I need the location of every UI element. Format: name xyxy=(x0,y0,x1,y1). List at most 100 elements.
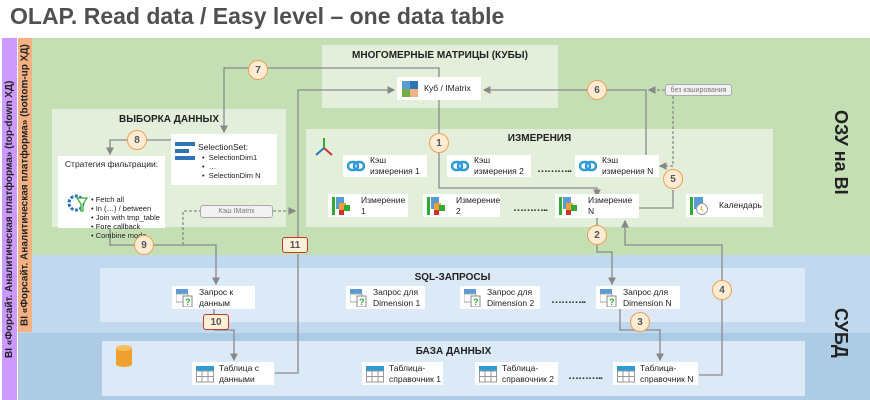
selection-dim: • SelectionDim1 xyxy=(202,153,258,162)
query-dimension-n[interactable]: ? Запрос для Dimension N xyxy=(596,286,680,309)
arrow-9 xyxy=(109,229,220,286)
table-ref-2[interactable]: Таблица-справочник 2 xyxy=(475,362,558,385)
page-title: OLAP. Read data / Easy level – one data … xyxy=(10,3,505,29)
sql-query-icon: ? xyxy=(349,288,368,307)
step-11: 11 xyxy=(282,237,308,253)
table-icon xyxy=(479,365,497,383)
table-ref-1[interactable]: Таблица-справочник 1 xyxy=(362,362,443,385)
dimension-cache-n[interactable]: Кэш измерения N xyxy=(575,155,659,177)
sql-query-icon: ? xyxy=(599,288,618,307)
query-label: Запрос для Dimension N xyxy=(623,286,672,308)
step-6: 6 xyxy=(587,80,607,100)
query-label: Запрос для Dimension 1 xyxy=(373,286,421,308)
dots: ……….. xyxy=(513,202,548,214)
ram-label: ОЗУ на BI xyxy=(831,110,851,195)
selectionset-box: SelectionSet: • SelectionDim1 • … • Sele… xyxy=(171,134,277,185)
table-label: Таблица с данными xyxy=(219,362,259,384)
cubes-title: МНОГОМЕРНЫЕ МАТРИЦЫ (КУБЫ) xyxy=(352,50,528,61)
strategy-item: • Join with tmp_table xyxy=(91,213,160,222)
dimension-label: Измерение 2 xyxy=(456,194,501,216)
step-4: 4 xyxy=(712,280,732,300)
table-ref-n[interactable]: Таблица-справочник N xyxy=(613,362,698,385)
arrow-6 xyxy=(482,86,647,155)
selectionset-icon xyxy=(175,142,195,160)
query-label: Запрос для Dimension 2 xyxy=(487,286,535,308)
selectionset-title: SelectionSet: xyxy=(198,142,249,152)
filter-gear-icon xyxy=(67,194,89,216)
step-1: 1 xyxy=(429,133,449,153)
dimension-1[interactable]: Измерение 1 xyxy=(328,194,408,217)
arrow-7 xyxy=(220,67,440,134)
svg-text:?: ? xyxy=(359,297,365,307)
step-7: 7 xyxy=(248,60,268,80)
step-5: 5 xyxy=(663,169,683,189)
arrow-cache-imatrix xyxy=(182,210,200,245)
step-9: 9 xyxy=(134,235,154,255)
sql-query-icon: ? xyxy=(175,288,194,307)
link-icon xyxy=(450,157,470,175)
cache-label: Кэш измерения N xyxy=(602,155,654,176)
table-label: Таблица-справочник 1 xyxy=(389,362,441,384)
svg-text:?: ? xyxy=(473,297,479,307)
link-icon xyxy=(578,157,598,175)
db-title: БАЗА ДАННЫХ xyxy=(415,346,492,357)
query-label: Запрос к данным xyxy=(199,286,234,308)
step-2: 2 xyxy=(587,225,607,245)
arrow-4 xyxy=(621,219,723,376)
strategy-item: • In (…) / between xyxy=(91,204,152,213)
arrow-8 xyxy=(106,139,171,156)
query-dimension-1[interactable]: ? Запрос для Dimension 1 xyxy=(346,286,425,309)
sql-query-icon: ? xyxy=(463,288,482,307)
table-label: Таблица-справочник N xyxy=(640,362,694,384)
dots: ……….. xyxy=(568,370,603,382)
strategy-item: • Fore callback xyxy=(91,222,141,231)
arrow-11-down xyxy=(275,254,299,374)
table-icon xyxy=(617,365,635,383)
calendar-dimension[interactable]: Календарь xyxy=(686,194,763,217)
dimensions-title: ИЗМЕРЕНИЯ xyxy=(507,133,572,144)
dimension-n[interactable]: Измерение N xyxy=(555,194,639,218)
calendar-icon xyxy=(690,196,708,215)
database-icon xyxy=(116,345,132,372)
selection-dim: • … xyxy=(202,162,217,171)
dimension-cache-1[interactable]: Кэш измерения 1 xyxy=(343,155,427,177)
step-3: 3 xyxy=(630,312,650,332)
cube-icon xyxy=(401,80,419,98)
no-cache-pill: без кэширования xyxy=(665,84,732,96)
query-data[interactable]: ? Запрос к данным xyxy=(172,286,255,309)
dimension-icon xyxy=(427,196,445,215)
cubes-panel: МНОГОМЕРНЫЕ МАТРИЦЫ (КУБЫ) xyxy=(322,45,558,108)
dimension-cache-2[interactable]: Кэш измерения 2 xyxy=(447,155,531,177)
dots: ……….. xyxy=(551,294,586,306)
dimension-icon xyxy=(559,197,577,215)
strategy-item: • Combine mode xyxy=(91,231,147,240)
step-10: 10 xyxy=(203,314,229,330)
svg-text:?: ? xyxy=(185,297,191,307)
table-icon xyxy=(366,365,384,383)
table-data[interactable]: Таблица с данными xyxy=(192,362,274,385)
table-label: Таблица-справочник 2 xyxy=(502,362,554,384)
arrow-1 xyxy=(438,100,601,198)
sql-title: SQL-ЗАПРОСЫ xyxy=(414,272,491,283)
link-icon xyxy=(346,157,366,175)
cache-label: Кэш измерения 1 xyxy=(370,155,420,176)
selection-title: ВЫБОРКА ДАННЫХ xyxy=(119,114,219,125)
cube-label: Куб / IMatrix xyxy=(424,83,471,93)
cube-box[interactable]: Куб / IMatrix xyxy=(397,77,481,100)
cache-label: Кэш измерения 2 xyxy=(474,155,524,176)
arrow-11-up xyxy=(297,86,396,238)
dbms-label: СУБД xyxy=(831,308,851,358)
selection-dim: • SelectionDim N xyxy=(202,171,261,180)
dimension-label: Измерение 1 xyxy=(361,194,406,216)
svg-text:?: ? xyxy=(609,297,615,307)
dimension-icon xyxy=(332,196,350,215)
query-dimension-2[interactable]: ? Запрос для Dimension 2 xyxy=(460,286,540,309)
table-icon xyxy=(196,365,214,383)
dots: ……….. xyxy=(537,163,572,175)
step-8: 8 xyxy=(127,130,147,150)
cache-imatrix-pill: Кэш IMatrix xyxy=(200,205,273,218)
arrow-5 xyxy=(639,190,674,209)
dimension-2[interactable]: Измерение 2 xyxy=(423,194,500,217)
strategy-item: • Fetch all xyxy=(91,195,125,204)
